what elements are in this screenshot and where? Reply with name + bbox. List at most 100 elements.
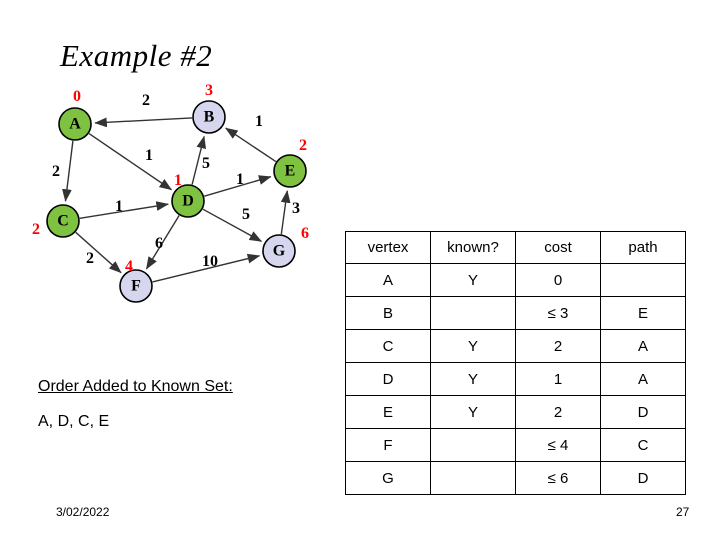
cell-known-C: Y bbox=[430, 329, 516, 363]
node-circle-B bbox=[192, 100, 226, 134]
graph-edge-B-A bbox=[94, 117, 193, 128]
node-label-E: E bbox=[285, 163, 296, 180]
node-circle-D bbox=[171, 184, 205, 218]
graph-node-C[interactable]: C bbox=[46, 204, 80, 238]
cell-path-G: D bbox=[600, 461, 686, 495]
cell-known-E: Y bbox=[430, 395, 516, 429]
node-circle-F bbox=[119, 269, 153, 303]
edge-weight-D-E: 1 bbox=[236, 171, 244, 188]
cell-vertex-E: E bbox=[345, 395, 431, 429]
edge-weight-F-G: 10 bbox=[202, 253, 218, 270]
cell-path-F: C bbox=[600, 428, 686, 462]
graph-edge-D-E bbox=[204, 175, 272, 197]
cell-vertex-B: B bbox=[345, 296, 431, 330]
edge-weight-D-F: 6 bbox=[155, 235, 163, 252]
cell-cost-G: ≤ 6 bbox=[515, 461, 601, 495]
order-added-heading: Order Added to Known Set: bbox=[38, 378, 233, 395]
node-distance-C: 2 bbox=[32, 221, 40, 238]
node-label-G: G bbox=[273, 243, 286, 260]
cell-vertex-G: G bbox=[345, 461, 431, 495]
cell-cost-C: 2 bbox=[515, 329, 601, 363]
order-added-value: A, D, C, E bbox=[38, 413, 110, 430]
edge-weight-E-B: 1 bbox=[255, 113, 263, 130]
node-distance-B: 3 bbox=[205, 82, 213, 99]
node-distance-D: 1 bbox=[174, 172, 182, 189]
node-circle-A bbox=[58, 107, 92, 141]
graph-edge-D-G bbox=[202, 208, 263, 242]
node-label-B: B bbox=[204, 109, 215, 126]
cell-known-B bbox=[430, 296, 516, 330]
edge-weight-B-A: 2 bbox=[142, 92, 150, 109]
cell-path-D: A bbox=[600, 362, 686, 396]
graph-edge-weights: 2 1 2 5 1 1 1 3 5 2 6 10 bbox=[52, 92, 300, 270]
node-distance-F: 4 bbox=[125, 258, 133, 275]
cell-cost-F: ≤ 4 bbox=[515, 428, 601, 462]
graph-edge-G-E bbox=[280, 190, 291, 235]
node-label-A: A bbox=[69, 116, 81, 133]
cell-cost-D: 1 bbox=[515, 362, 601, 396]
node-label-D: D bbox=[182, 193, 194, 210]
node-label-C: C bbox=[57, 213, 69, 230]
graph-edge-C-D bbox=[79, 201, 169, 220]
cell-known-G bbox=[430, 461, 516, 495]
graph-edge-D-B bbox=[191, 135, 207, 185]
cell-cost-A: 0 bbox=[515, 263, 601, 297]
node-label-F: F bbox=[131, 278, 141, 295]
cell-known-F bbox=[430, 428, 516, 462]
cell-known-D: Y bbox=[430, 362, 516, 396]
page-title: Example #2 bbox=[60, 38, 213, 73]
cell-vertex-C: C bbox=[345, 329, 431, 363]
footer-date: 3/02/2022 bbox=[56, 505, 110, 519]
cell-vertex-F: F bbox=[345, 428, 431, 462]
column-header-vertex: vertex bbox=[345, 231, 431, 264]
node-circle-E bbox=[273, 154, 307, 188]
cell-known-A: Y bbox=[430, 263, 516, 297]
graph-edge-E-B bbox=[225, 127, 277, 163]
cell-cost-B: ≤ 3 bbox=[515, 296, 601, 330]
edge-weight-C-F: 2 bbox=[86, 250, 94, 267]
graph-node-E[interactable]: E bbox=[273, 154, 307, 188]
node-circle-G bbox=[262, 234, 296, 268]
graph-edge-A-D bbox=[88, 132, 173, 191]
graph-node-D[interactable]: D bbox=[171, 184, 205, 218]
graph-edge-F-G bbox=[152, 253, 261, 283]
cell-vertex-D: D bbox=[345, 362, 431, 396]
node-distance-G: 6 bbox=[301, 225, 309, 242]
cell-vertex-A: A bbox=[345, 263, 431, 297]
table-header-row: vertex known? cost path bbox=[345, 231, 686, 264]
column-header-cost: cost bbox=[515, 231, 601, 264]
cell-path-B: E bbox=[600, 296, 686, 330]
cell-path-A bbox=[600, 263, 686, 297]
footer-page-number: 27 bbox=[676, 505, 690, 519]
node-circle-C bbox=[46, 204, 80, 238]
edge-weight-D-G: 5 bbox=[242, 206, 250, 223]
node-distance-A: 0 bbox=[73, 88, 81, 105]
graph-node-G[interactable]: G bbox=[262, 234, 296, 268]
cell-cost-E: 2 bbox=[515, 395, 601, 429]
graph-edge-C-F bbox=[75, 231, 122, 274]
graph-node-A[interactable]: A bbox=[58, 107, 92, 141]
column-header-known: known? bbox=[430, 231, 516, 264]
graph-nodes: A B C D E F G bbox=[46, 100, 307, 303]
graph-node-F[interactable]: F bbox=[119, 269, 153, 303]
graph-distance-labels: 0 3 2 1 2 4 6 bbox=[32, 82, 309, 275]
node-distance-E: 2 bbox=[299, 137, 307, 154]
edge-weight-C-D: 1 bbox=[115, 198, 123, 215]
column-header-path: path bbox=[600, 231, 686, 264]
graph-edge-D-F bbox=[145, 215, 180, 270]
edge-weight-G-E: 3 bbox=[292, 200, 300, 217]
graph-edge-A-C bbox=[62, 140, 74, 202]
edge-weight-A-D: 1 bbox=[145, 147, 153, 164]
edge-weight-D-B: 5 bbox=[202, 155, 210, 172]
edge-weight-A-C: 2 bbox=[52, 163, 60, 180]
graph-diagram: 2 1 2 5 1 1 1 3 5 2 6 10 A B C D E F G 0 3 2 1 2 4 6 bbox=[32, 82, 309, 303]
graph-node-B[interactable]: B bbox=[192, 100, 226, 134]
